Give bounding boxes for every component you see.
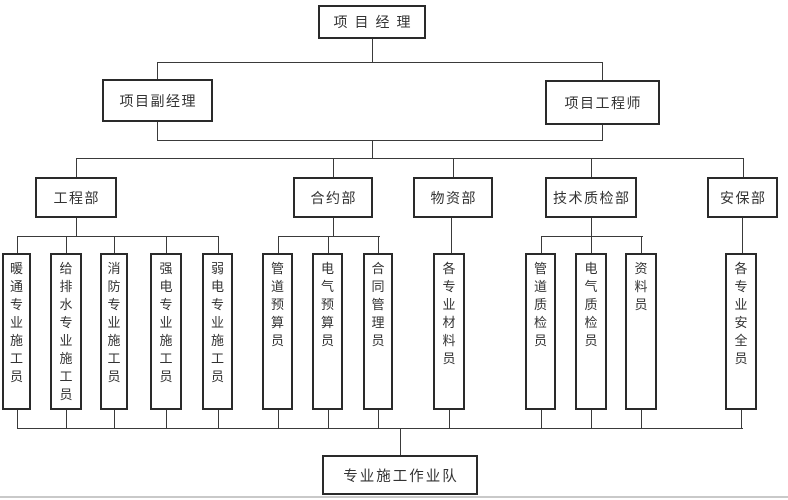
connector-line <box>157 122 158 141</box>
connector-line <box>66 410 67 429</box>
org-node-label: 电气质检员 <box>584 261 598 348</box>
connector-line <box>114 236 115 254</box>
connector-line <box>602 125 603 141</box>
connector-line <box>641 410 642 429</box>
connector-line <box>378 236 379 254</box>
org-node-label: 给排水专业施工员 <box>59 261 73 402</box>
connector-line <box>602 62 603 81</box>
org-node-project-engineer: 项目工程师 <box>545 80 660 125</box>
connector-line <box>591 218 592 237</box>
org-node-deputy-project-manager: 项目副经理 <box>102 79 213 122</box>
connector-line <box>17 236 219 237</box>
org-node-label: 物资部 <box>430 189 477 206</box>
org-node-dept-engineering: 工程部 <box>35 177 117 218</box>
org-node-label: 技术质检部 <box>553 189 631 206</box>
org-node-label: 合同管理员 <box>371 261 385 348</box>
org-node-label: 工程部 <box>53 189 100 206</box>
connector-line <box>378 410 379 429</box>
connector-line <box>157 62 158 80</box>
org-node-label: 项目经理 <box>333 14 418 30</box>
connector-line <box>333 218 334 237</box>
connector-line <box>157 62 603 63</box>
connector-line <box>17 236 18 254</box>
org-node-label: 管道质检员 <box>533 261 547 348</box>
org-node-label: 强电专业施工员 <box>159 261 173 384</box>
connector-line <box>742 217 743 254</box>
org-node-project-manager: 项目经理 <box>318 5 426 39</box>
connector-line <box>743 158 744 178</box>
org-node-label: 弱电专业施工员 <box>210 261 224 384</box>
connector-line <box>372 39 373 63</box>
connector-line <box>328 410 329 429</box>
connector-line <box>541 236 643 237</box>
connector-line <box>451 217 452 254</box>
connector-line <box>741 410 742 429</box>
org-node-label: 管道预算员 <box>270 261 284 348</box>
org-node-label: 专业施工作业队 <box>343 468 459 485</box>
org-node-staff: 给排水专业施工员 <box>50 253 82 410</box>
connector-line <box>591 236 592 254</box>
org-node-dept-contract: 合约部 <box>293 177 373 218</box>
connector-line <box>166 236 167 254</box>
connector-line <box>541 236 542 254</box>
connector-line <box>328 236 329 254</box>
connector-line <box>76 158 744 159</box>
org-node-staff: 合同管理员 <box>363 253 393 410</box>
org-node-label: 项目副经理 <box>119 92 197 109</box>
connector-line <box>591 410 592 429</box>
connector-line <box>541 410 542 429</box>
connector-line <box>333 158 334 178</box>
connector-line <box>218 236 219 254</box>
connector-line <box>641 236 642 254</box>
org-node-label: 各专业材料员 <box>442 261 456 366</box>
connector-line <box>218 410 219 429</box>
org-node-staff: 暖通专业施工员 <box>2 253 31 410</box>
org-node-staff: 电气质检员 <box>575 253 607 410</box>
org-node-staff: 各专业安全员 <box>725 253 757 410</box>
org-node-dept-materials: 物资部 <box>413 177 493 218</box>
connector-line <box>166 410 167 429</box>
org-node-label: 各专业安全员 <box>734 261 748 366</box>
org-node-construction-team: 专业施工作业队 <box>322 455 478 495</box>
org-node-staff: 消防专业施工员 <box>100 253 128 410</box>
connector-line <box>278 410 279 429</box>
connector-line <box>400 428 401 456</box>
org-node-label: 安保部 <box>720 189 767 206</box>
org-node-staff: 强电专业施工员 <box>150 253 182 410</box>
org-node-staff: 弱电专业施工员 <box>202 253 233 410</box>
connector-line <box>372 140 373 159</box>
connector-line <box>17 410 18 429</box>
org-node-label: 暖通专业施工员 <box>9 261 23 384</box>
org-node-staff: 各专业材料员 <box>433 253 465 410</box>
connector-line <box>17 428 743 429</box>
org-node-dept-security: 安保部 <box>707 177 778 218</box>
org-node-staff: 管道预算员 <box>262 253 293 410</box>
connector-line <box>453 158 454 178</box>
org-node-dept-quality: 技术质检部 <box>545 177 637 218</box>
org-node-label: 合约部 <box>310 189 357 206</box>
connector-line <box>278 236 279 254</box>
org-node-staff: 电气预算员 <box>312 253 343 410</box>
org-node-label: 电气预算员 <box>320 261 334 348</box>
org-node-label: 消防专业施工员 <box>107 261 121 384</box>
connector-line <box>114 410 115 429</box>
org-node-label: 项目工程师 <box>564 94 642 111</box>
connector-line <box>76 218 77 237</box>
connector-line <box>449 410 450 429</box>
connector-line <box>76 158 77 178</box>
connector-line <box>278 236 380 237</box>
connector-line <box>66 236 67 254</box>
org-node-staff: 管道质检员 <box>525 253 556 410</box>
org-node-label: 资料员 <box>634 261 648 312</box>
scan-artifact-line <box>0 496 788 498</box>
connector-line <box>157 140 603 141</box>
connector-line <box>591 158 592 178</box>
org-node-staff: 资料员 <box>625 253 657 410</box>
